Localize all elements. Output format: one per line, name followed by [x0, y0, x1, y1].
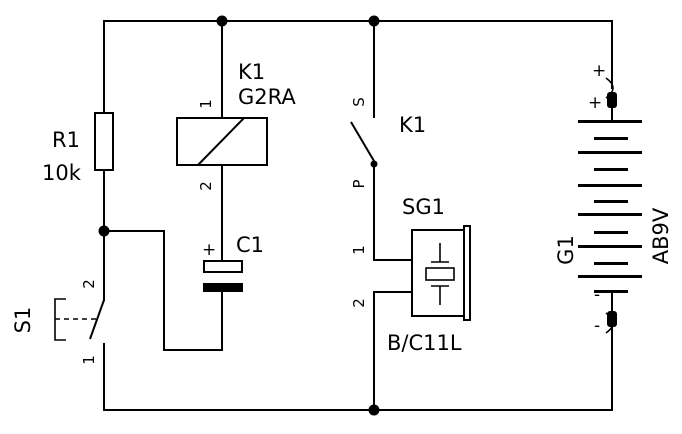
pushbutton-s1-switch-arm	[89, 299, 105, 340]
g1-model-label: AB9V	[649, 207, 673, 264]
sg1-pin2-to-bottom-wire	[373, 291, 413, 411]
capacitor-c1: + C1	[202, 233, 264, 292]
sg1-pin1-label: 1	[350, 245, 368, 255]
junction-dot-top-center	[368, 15, 380, 27]
resistor-r1-body	[94, 112, 114, 171]
buzzer-sg1-side-bar	[463, 225, 471, 321]
wires	[103, 20, 613, 411]
battery-g1-cell-1-short	[594, 137, 628, 140]
k1-ref-label: K1	[238, 60, 265, 84]
c1-ref-label: C1	[236, 233, 264, 257]
r1-ref-label: R1	[52, 128, 80, 152]
relay-k1-contact: K1 S P	[350, 97, 426, 188]
capacitor-c1-positive-plate	[203, 260, 243, 273]
relay-k1-contact-arm	[350, 121, 375, 162]
sg1-ref-label: SG1	[402, 195, 445, 219]
battery-g1-cell-1-long	[578, 120, 642, 123]
battery-g1-cell-5-long	[578, 245, 642, 248]
junction-dot-left	[98, 225, 110, 237]
center-wire-to-sg1-pin1	[373, 166, 413, 261]
buzzer-sg1-crystal	[425, 267, 455, 281]
battery-g1-cell-4-long	[578, 213, 642, 216]
relay-k1-coil-diagonal	[197, 117, 245, 166]
s1-pin2-label: 2	[80, 279, 98, 289]
sg1-model-label: B/C11L	[387, 331, 462, 355]
g1-plus-outer-sign: +	[592, 61, 606, 81]
k1-model-label: G2RA	[238, 85, 296, 109]
k1-contact-p-label: P	[350, 179, 368, 188]
k1-contact-s-label: S	[350, 97, 368, 107]
battery-g1-cell-5-short	[594, 262, 628, 265]
c1-plus-sign: +	[202, 240, 216, 260]
relay-k1-coil: K1 G2RA 1 2	[176, 60, 296, 191]
capacitor-c1-negative-plate	[203, 283, 243, 292]
buzzer-sg1: SG1 B/C11L 1 2	[350, 195, 471, 355]
battery-g1-cell-2-short	[594, 168, 628, 171]
g1-minus-inner-sign: -	[594, 316, 600, 336]
k1-coil-pin2-label: 2	[197, 181, 215, 191]
junction-dot-bottom-center	[368, 404, 380, 416]
s1-ref-label: S1	[11, 307, 35, 334]
c1-loop-wire	[103, 230, 223, 351]
relay-k1-contact-pivot	[370, 160, 378, 168]
junction-dots	[98, 15, 380, 416]
g1-ref-label: G1	[554, 235, 578, 265]
battery-g1-top-terminal	[607, 92, 617, 108]
k1-coil-pin1-label: 1	[197, 99, 215, 109]
battery-g1-cell-3-short	[594, 200, 628, 203]
k1-contact-ref-label: K1	[399, 113, 426, 137]
battery-g1-cell-6-long	[578, 275, 642, 278]
battery-g1-cell-4-short	[594, 231, 628, 234]
g1-plus-inner-sign: +	[588, 93, 602, 113]
battery-g1-cell-6-short	[594, 290, 628, 293]
pushbutton-s1: S1 2 1	[11, 279, 105, 365]
resistor-r1: R1 10k	[42, 112, 114, 185]
r1-value-label: 10k	[42, 161, 82, 185]
battery-g1-cell-3-long	[578, 184, 642, 187]
battery-g1-cell-2-long	[578, 151, 642, 154]
battery-g1: + + - - G1 AB9V	[554, 61, 673, 336]
sg1-pin2-label: 2	[350, 298, 368, 308]
junction-dot-top-k1	[216, 15, 228, 27]
battery-g1-bottom-terminal	[607, 311, 617, 327]
s1-pin1-label: 1	[80, 355, 98, 365]
g1-minus-outer-sign: -	[594, 285, 600, 305]
